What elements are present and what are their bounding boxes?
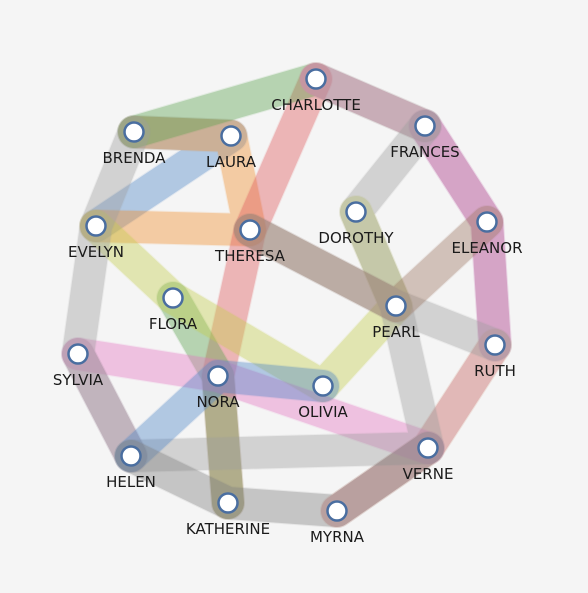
node-pearl[interactable]: PEARL xyxy=(372,295,420,342)
node-ruth[interactable]: RUTH xyxy=(474,334,516,381)
group-band-1 xyxy=(80,116,266,246)
group-band-11 xyxy=(62,116,150,472)
node-circle[interactable] xyxy=(385,295,407,317)
node-label: FRANCES xyxy=(390,143,459,161)
node-label: EVELYN xyxy=(68,243,124,261)
node-circle[interactable] xyxy=(417,437,439,459)
group-band-outline-11 xyxy=(61,115,151,473)
node-brenda[interactable]: BRENDA xyxy=(103,121,167,168)
node-label: HELEN xyxy=(106,473,156,491)
node-label: FLORA xyxy=(149,315,198,333)
node-circle[interactable] xyxy=(345,201,367,223)
group-band-2 xyxy=(202,63,332,519)
node-circle[interactable] xyxy=(123,121,145,143)
group-band-outline-2 xyxy=(201,62,333,520)
node-label: DOROTHY xyxy=(318,229,394,247)
node-label: PEARL xyxy=(372,323,420,341)
node-circle[interactable] xyxy=(476,211,498,233)
node-circle[interactable] xyxy=(414,115,436,137)
node-verne[interactable]: VERNE xyxy=(403,437,454,484)
node-dorothy[interactable]: DOROTHY xyxy=(318,201,394,248)
node-myrna[interactable]: MYRNA xyxy=(310,500,365,547)
node-label: THERESA xyxy=(214,247,286,265)
node-circle[interactable] xyxy=(162,287,184,309)
node-label: LAURA xyxy=(206,153,257,171)
node-helen[interactable]: HELEN xyxy=(106,445,156,492)
node-label: MYRNA xyxy=(310,528,365,546)
group-band-outline-1 xyxy=(79,115,267,247)
node-label: KATHERINE xyxy=(186,520,270,538)
node-circle[interactable] xyxy=(312,375,334,397)
node-circle[interactable] xyxy=(217,492,239,514)
node-flora[interactable]: FLORA xyxy=(149,287,198,334)
node-nora[interactable]: NORA xyxy=(196,365,240,412)
node-label: OLIVIA xyxy=(298,403,348,421)
node-circle[interactable] xyxy=(239,219,261,241)
node-label: NORA xyxy=(196,393,240,411)
node-eleanor[interactable]: ELEANOR xyxy=(451,211,523,258)
node-circle[interactable] xyxy=(85,215,107,237)
node-katherine[interactable]: KATHERINE xyxy=(186,492,270,539)
node-circle[interactable] xyxy=(67,343,89,365)
node-circle[interactable] xyxy=(305,68,327,90)
node-circle[interactable] xyxy=(220,125,242,147)
node-sylvia[interactable]: SYLVIA xyxy=(53,343,104,390)
node-circle[interactable] xyxy=(484,334,506,356)
node-label: SYLVIA xyxy=(53,371,104,389)
node-layer: CHARLOTTE FRANCES BRENDA LAURA ELEANOR DOROTH… xyxy=(53,68,523,547)
node-frances[interactable]: FRANCES xyxy=(390,115,460,162)
group-band-16 xyxy=(115,432,444,527)
node-circle[interactable] xyxy=(120,445,142,467)
node-label: VERNE xyxy=(403,465,454,483)
node-label: BRENDA xyxy=(103,149,167,167)
group-band-outline-16 xyxy=(114,431,445,528)
group-band-7 xyxy=(300,63,511,527)
node-theresa[interactable]: THERESA xyxy=(214,219,286,266)
group-band-outline-10 xyxy=(61,337,148,473)
node-evelyn[interactable]: EVELYN xyxy=(68,215,124,262)
node-circle[interactable] xyxy=(326,500,348,522)
node-label: ELEANOR xyxy=(451,239,522,257)
node-olivia[interactable]: OLIVIA xyxy=(298,375,348,422)
node-laura[interactable]: LAURA xyxy=(206,125,257,172)
node-circle[interactable] xyxy=(207,365,229,387)
node-label: CHARLOTTE xyxy=(271,96,361,114)
node-label: RUTH xyxy=(474,362,516,380)
node-charlotte[interactable]: CHARLOTTE xyxy=(271,68,361,115)
group-band-outline-7 xyxy=(299,62,512,528)
group-band-10 xyxy=(62,338,147,472)
